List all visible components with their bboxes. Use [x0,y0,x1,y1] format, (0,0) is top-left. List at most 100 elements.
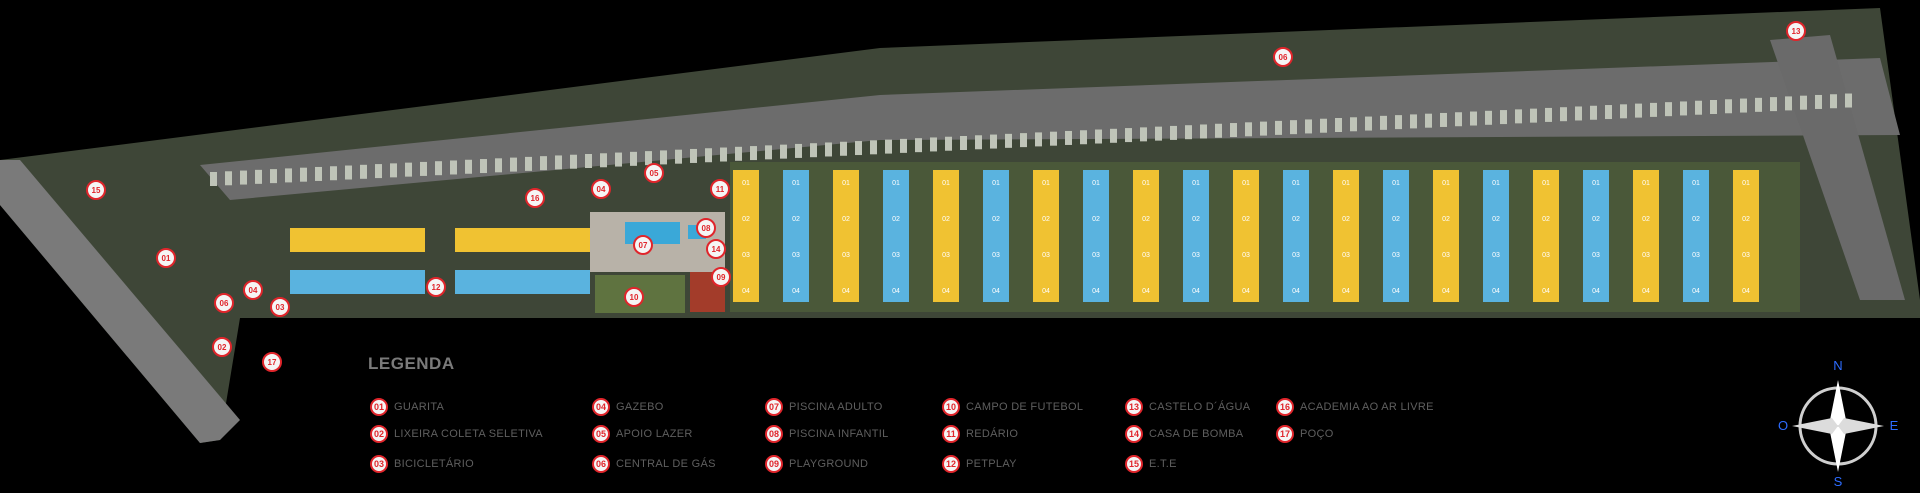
unit-label: 04 [792,288,800,295]
unit-label: 03 [1042,252,1050,259]
parking-stall [870,140,877,155]
unit-label: 04 [1092,288,1100,295]
unit-label: 01 [742,180,750,187]
legend-item: 16 ACADEMIA AO AR LIVRE [1276,398,1434,416]
parking-stall [480,159,487,174]
map-marker-number: 13 [1792,27,1801,36]
parking-stall [780,144,787,159]
building-block [1183,170,1209,302]
unit-label: 04 [842,288,850,295]
unit-label: 03 [942,252,950,259]
map-marker-number: 02 [218,343,227,352]
unit-label: 01 [1192,180,1200,187]
map-marker: 06 [1273,47,1293,67]
unit-label: 03 [1392,252,1400,259]
legend-item-number: 11 [942,425,960,443]
unit-label: 03 [742,252,750,259]
parking-stall [1605,105,1612,120]
parking-stall [1245,122,1252,137]
parking-stall [1560,107,1567,122]
parking-stall [825,142,832,157]
parking-stall [1140,127,1147,142]
parking-stall [1095,129,1102,144]
unit-label: 01 [942,180,950,187]
parking-stall [1530,108,1537,123]
unit-label: 03 [992,252,1000,259]
map-marker-number: 06 [1279,53,1288,62]
legend-item-label: PETPLAY [966,458,1017,470]
road-left [0,160,240,443]
unit-label: 01 [1742,180,1750,187]
unit-label: 03 [1142,252,1150,259]
map-marker: 17 [262,352,282,372]
unit-label: 01 [1542,180,1550,187]
unit-label: 03 [1292,252,1300,259]
parking-stall [1125,128,1132,143]
unit-label: 04 [1392,288,1400,295]
unit-label: 01 [1342,180,1350,187]
unit-label: 02 [1392,216,1400,223]
map-marker: 13 [1786,21,1806,41]
parking-stall [1635,103,1642,118]
unit-label: 01 [1142,180,1150,187]
parking-stall [1290,120,1297,135]
legend-item-label: CAMPO DE FUTEBOL [966,401,1084,413]
left-block-blue-1 [290,270,425,294]
parking-stripes [210,93,1852,186]
unit-label: 01 [992,180,1000,187]
unit-label: 03 [842,252,850,259]
parking-stall [750,146,757,161]
parking-stall [1800,95,1807,110]
unit-label: 02 [1142,216,1150,223]
building-blocks: 01 02 03 04 01 02 03 04 01 02 03 04 01 02 03 04 01 02 03 04… [733,170,1759,302]
unit-label: 04 [1692,288,1700,295]
compass-north: N [1833,358,1842,373]
parking-stall [525,156,532,171]
unit-label: 01 [1442,180,1450,187]
unit-label: 02 [1742,216,1750,223]
map-marker: 14 [706,239,726,259]
unit-label: 02 [1092,216,1100,223]
building-block [733,170,759,302]
unit-label: 04 [1592,288,1600,295]
parking-stall [1200,124,1207,139]
unit-label: 03 [1342,252,1350,259]
legend-item-number: 14 [1125,425,1143,443]
legend-item-label: REDÁRIO [966,428,1019,440]
parking-stall [1500,110,1507,125]
parking-stall [1395,115,1402,130]
unit-label: 02 [1592,216,1600,223]
parking-stall [660,150,667,165]
parking-stall [435,161,442,176]
compass-south: S [1834,474,1843,488]
building-block [783,170,809,302]
parking-stall [1410,114,1417,129]
parking-stall [1695,100,1702,115]
parking-stall [495,158,502,173]
parking-stall [510,157,517,172]
map-marker: 15 [86,180,106,200]
parking-stall [720,147,727,162]
map-marker: 01 [156,248,176,268]
unit-label: 03 [1092,252,1100,259]
parking-stall [1740,98,1747,113]
legend-item-label: PLAYGROUND [789,458,869,470]
unit-label: 03 [1542,252,1550,259]
unit-label: 02 [792,216,800,223]
building-block [1633,170,1659,302]
unit-label: 04 [1292,288,1300,295]
legend-item-label: APOIO LAZER [616,428,693,440]
parking-stall [540,156,547,171]
unit-label: 01 [842,180,850,187]
building-block [1033,170,1059,302]
building-block [1733,170,1759,302]
legend-item-label: ACADEMIA AO AR LIVRE [1300,401,1434,413]
legend-item-number: 16 [1276,398,1294,416]
parking-stall [930,137,937,152]
parking-stall [1680,101,1687,116]
road-top [200,58,1900,200]
parking-stall [765,145,772,160]
